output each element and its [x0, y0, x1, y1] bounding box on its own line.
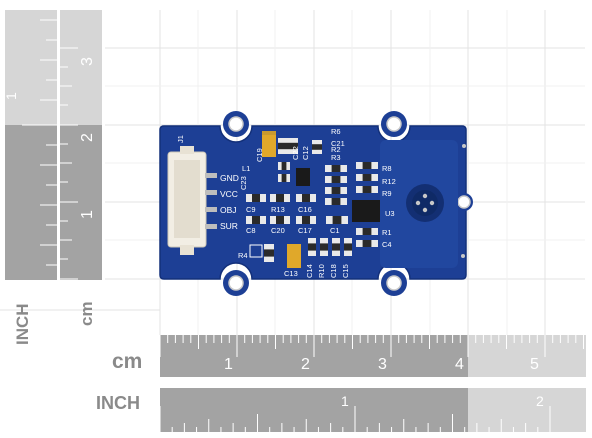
smd-part-body — [344, 243, 352, 251]
component-label: R6 — [331, 127, 341, 136]
component-label: C12 — [301, 146, 310, 160]
pin-label-vcc: VCC — [220, 189, 238, 199]
bottom-cm-number: 1 — [224, 356, 233, 373]
component-label: R1 — [382, 228, 392, 237]
component-label: C20 — [271, 226, 285, 235]
component-label: R3 — [331, 153, 341, 162]
component-label: R4 — [238, 251, 248, 260]
bottom-cm-number: 4 — [455, 356, 464, 373]
smd-components — [246, 138, 378, 262]
grove-connector — [167, 146, 217, 255]
smd-part-body — [281, 174, 287, 182]
smd-part-body — [332, 243, 340, 251]
component-label: C23 — [239, 176, 248, 190]
smd-part-body — [362, 186, 372, 193]
smd-part-body — [288, 142, 298, 150]
left-inch-ruler — [5, 10, 57, 280]
component-label: C1 — [330, 226, 340, 235]
component-label: C8 — [246, 226, 256, 235]
bottom-inch-ruler — [159, 388, 586, 432]
left-cm-number: 2 — [79, 133, 96, 142]
component-label: R2 — [331, 145, 341, 154]
component-label: C22 — [291, 146, 300, 160]
component-label: U3 — [385, 209, 395, 218]
left-cm-number: 3 — [79, 57, 96, 66]
component-label: R12 — [382, 177, 396, 186]
bottom-cm-ruler — [159, 335, 586, 377]
bottom-inch-number: 2 — [536, 393, 544, 409]
connector-label: J1 — [176, 135, 185, 143]
component-label: C17 — [298, 226, 312, 235]
tantalum-capacitor — [287, 244, 301, 268]
left-cm-ruler — [60, 10, 102, 280]
smd-part-body — [332, 216, 342, 224]
component-label: R8 — [382, 164, 392, 173]
component-label: C13 — [284, 269, 298, 278]
pin-label-sur: SUR — [220, 221, 238, 231]
smd-part-body — [331, 187, 341, 194]
smd-part-body — [362, 162, 372, 169]
component-label: R13 — [271, 205, 285, 214]
bottom-inch-number: 1 — [341, 393, 349, 409]
left-inch-number: 1 — [3, 92, 19, 100]
smd-part-body — [331, 198, 341, 205]
smd-part-body — [276, 194, 284, 202]
component-label: C14 — [305, 264, 314, 278]
component-label: C18 — [329, 264, 338, 278]
component-label: C19 — [255, 148, 264, 162]
bottom-cm-number: 3 — [378, 356, 387, 373]
smd-part-body — [278, 142, 288, 150]
sensor-board: J1 GND VCC OBJ SUR C19 C21 C22 C12 L1 C2… — [159, 111, 473, 296]
ic-chip — [352, 200, 380, 222]
smd-part-body — [302, 194, 310, 202]
left-cm-label: cm — [77, 301, 96, 326]
smd-part-body — [362, 240, 372, 247]
smd-part-body — [320, 243, 328, 251]
left-cm-number: 1 — [79, 210, 96, 219]
smd-part-body — [252, 194, 260, 202]
left-inch-label: INCH — [13, 303, 32, 345]
bottom-cm-label: cm — [112, 350, 142, 373]
smd-part-body — [302, 216, 310, 224]
pin-label-obj: OBJ — [220, 205, 237, 215]
component-label: L1 — [242, 164, 250, 173]
component-label: C15 — [341, 264, 350, 278]
smd-part-body — [312, 144, 322, 150]
smd-part-body — [308, 243, 316, 251]
pin-label-gnd: GND — [220, 173, 239, 183]
smd-part-body — [264, 249, 274, 257]
component-label: C21 — [331, 139, 345, 148]
component-label: C4 — [382, 240, 392, 249]
smd-part-body — [362, 228, 372, 235]
smd-part-body — [362, 174, 372, 181]
smd-part-body — [281, 162, 287, 170]
bottom-cm-number: 5 — [530, 356, 539, 373]
component-label: C16 — [298, 205, 312, 214]
component-label: R9 — [382, 189, 392, 198]
smd-part-body — [276, 216, 284, 224]
tantalum-capacitor — [262, 131, 276, 157]
component-label: R10 — [317, 264, 326, 278]
smd-part-body — [331, 176, 341, 183]
component-label: C9 — [246, 205, 256, 214]
smd-part-body — [252, 216, 260, 224]
bottom-inch-label: INCH — [96, 393, 140, 413]
bottom-cm-number: 2 — [301, 356, 310, 373]
smd-part-body — [331, 165, 341, 172]
